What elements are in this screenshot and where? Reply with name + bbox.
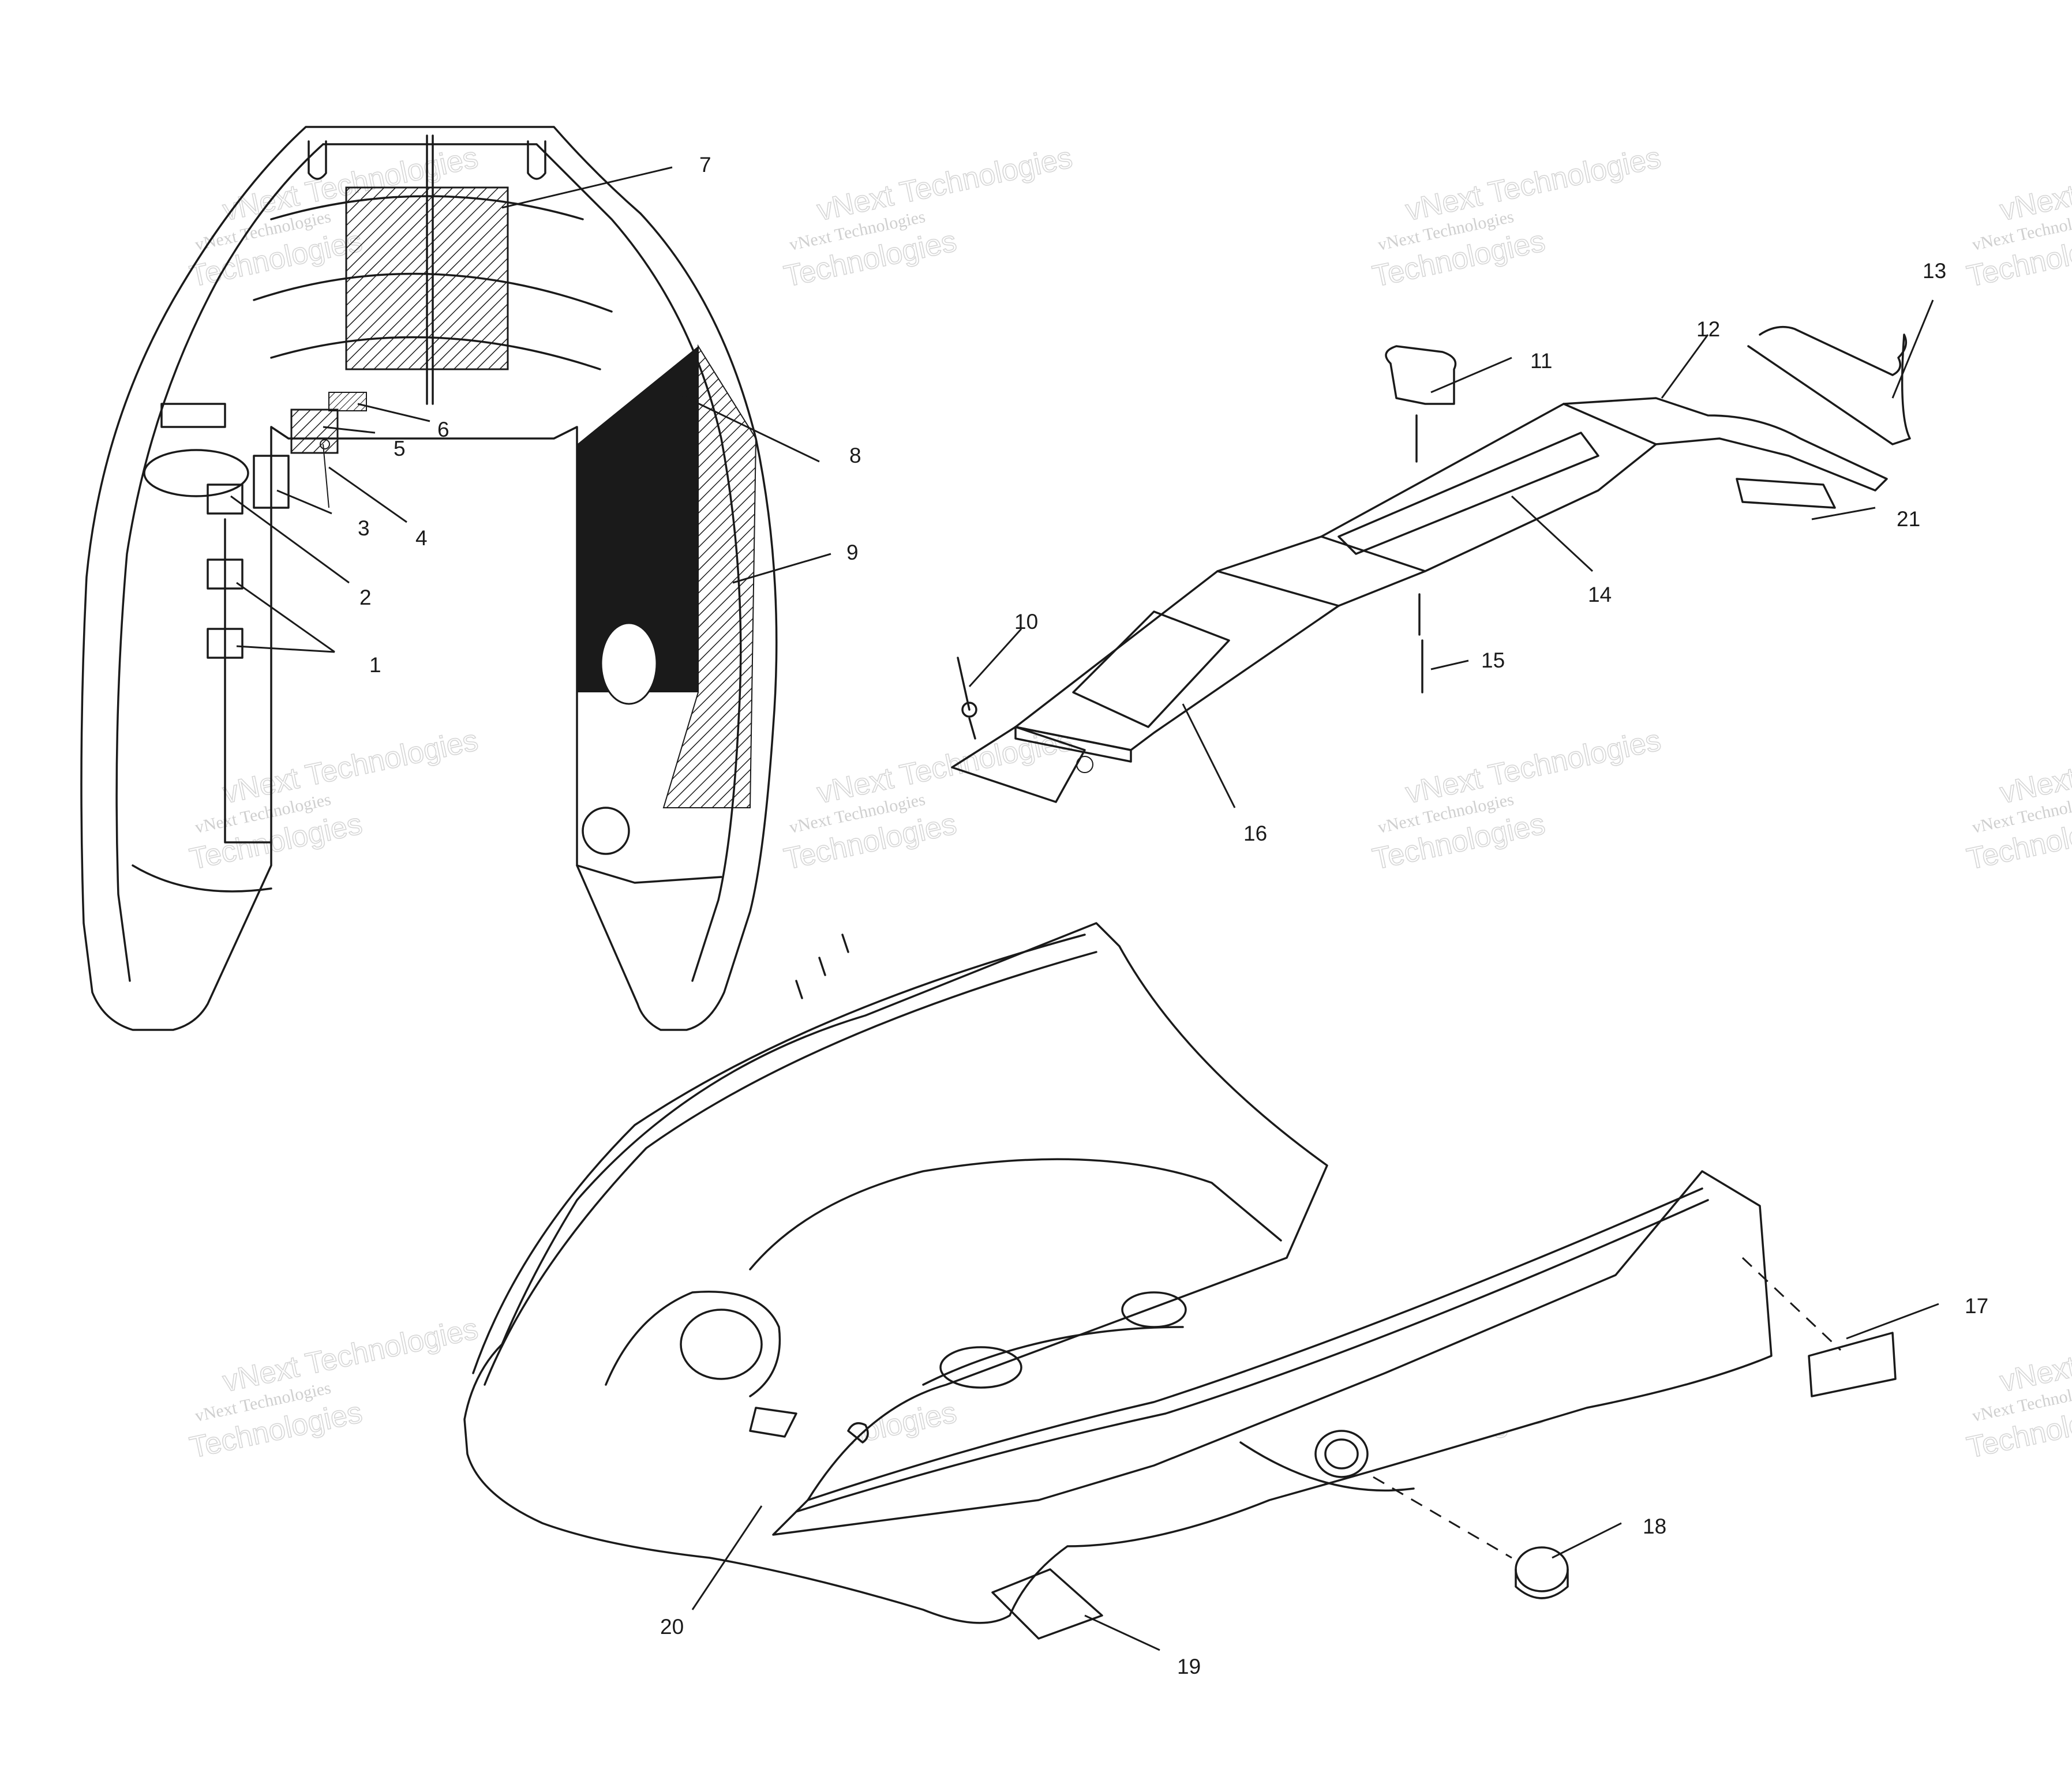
watermark-outline-top: vNext Technologies <box>1403 141 1663 227</box>
callout-21: 21 <box>1897 507 1920 531</box>
callout-7: 7 <box>699 153 711 177</box>
seat-cover-assembly <box>951 325 1911 803</box>
watermark-outline-top: vNext Technologies <box>814 724 1075 810</box>
leader-lines <box>230 166 1939 1651</box>
watermark-outline-top: vNext Technologies <box>1997 1312 2072 1399</box>
watermark-outline-top: vNext Technologies <box>1997 141 2072 227</box>
watermark-outline-top: vNext Technologies <box>1403 724 1663 810</box>
callout-19: 19 <box>1177 1655 1201 1678</box>
callout-labels: 1 2 3 4 5 6 7 8 9 10 11 12 13 14 15 16 1… <box>358 153 1988 1678</box>
hull-plan-view <box>80 126 778 1031</box>
callout-17: 17 <box>1965 1294 1988 1318</box>
watermark-outline-top: vNext Technologies <box>1997 724 2072 810</box>
callout-13: 13 <box>1923 259 1946 283</box>
callout-12: 12 <box>1696 317 1720 341</box>
watermark-outline-top: vNext Technologies <box>220 724 481 810</box>
hood-assembly <box>463 922 1897 1640</box>
watermark-outline-top: vNext Technologies <box>814 141 1075 227</box>
callout-4: 4 <box>415 526 428 550</box>
decal-5 <box>290 408 339 454</box>
callout-6: 6 <box>437 418 449 441</box>
callout-3: 3 <box>358 516 370 540</box>
callout-9: 9 <box>846 541 859 564</box>
callout-8: 8 <box>849 444 861 467</box>
callout-16: 16 <box>1243 822 1267 845</box>
callout-14: 14 <box>1588 583 1612 606</box>
decal-2 <box>207 483 243 515</box>
callout-15: 15 <box>1481 649 1505 672</box>
watermark-outline-top: vNext Technologies <box>220 1312 481 1399</box>
decal-8 <box>577 346 698 692</box>
callout-1: 1 <box>369 653 381 677</box>
callout-18: 18 <box>1643 1515 1666 1538</box>
callout-5: 5 <box>394 437 406 460</box>
callout-2: 2 <box>359 586 372 609</box>
decal-9 <box>662 344 757 808</box>
callout-11: 11 <box>1530 349 1552 373</box>
callout-10: 10 <box>1014 610 1038 634</box>
decal-6 <box>328 392 367 411</box>
callout-20: 20 <box>660 1615 684 1639</box>
